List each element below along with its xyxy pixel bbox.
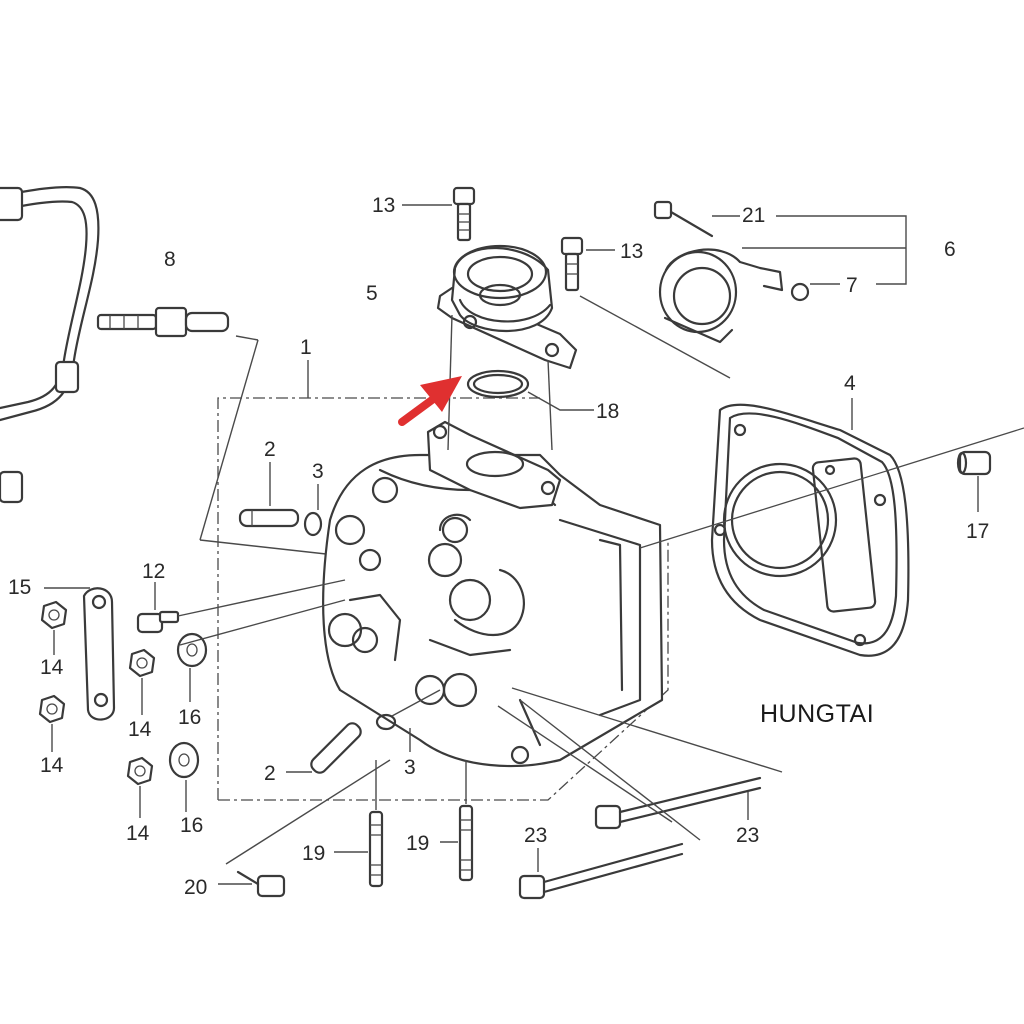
bolt-23-guides [497,687,783,841]
callout-13-top: 13 [372,194,395,217]
stud-19-b [440,760,474,882]
callout-2-lower: 2 [264,762,276,785]
callout-19-b: 19 [406,832,429,855]
callout-labels: 13 13 5 21 6 7 8 1 4 18 2 3 17 12 15 14 … [8,194,989,899]
callout-14-b: 14 [128,718,152,741]
intake-insulator [436,244,578,451]
callout-12: 12 [142,560,165,583]
nut-14-a [40,600,68,630]
callout-leaders-left [51,630,191,818]
washer-16-a [176,599,346,668]
intake-port-flange [426,420,562,510]
bolt-23-b [518,842,684,900]
callout-15: 15 [8,576,31,599]
callout-8: 8 [164,248,176,271]
spark-plug-cap-wire [0,186,100,504]
callout-7: 7 [846,274,858,297]
bolt-20 [218,759,391,898]
callout-18: 18 [596,400,619,423]
callout-3-lower: 3 [404,756,416,779]
callout-4: 4 [844,372,856,395]
callout-16-b: 16 [180,814,203,837]
callout-16-a: 16 [178,706,201,729]
stud-19-a [334,760,384,888]
valve-guide-upper [238,462,300,528]
valve-guide-clip-lower [375,689,441,752]
callout-14-c: 14 [40,754,64,777]
callout-21: 21 [742,204,765,227]
cylinder-head [322,453,664,768]
nut-14-b [128,648,156,678]
callout-14-d: 14 [126,822,150,845]
callout-23-b: 23 [524,824,547,847]
dowel-pin [639,427,1024,549]
nut-14-c [38,694,66,724]
valve-guide-lower [286,722,362,774]
callout-23-a: 23 [736,824,759,847]
callout-14-a: 14 [40,656,64,679]
callout-19-a: 19 [302,842,325,865]
callout-13-right: 13 [620,240,643,263]
callout-2-upper: 2 [264,438,276,461]
callout-1: 1 [300,336,312,359]
brand-watermark: HUNGTAI [760,700,875,728]
bolt-13-right [560,236,615,292]
callout-17: 17 [966,520,989,543]
o-ring [466,369,594,411]
valve-guide-clip-upper [303,484,323,537]
nut-14-d [126,756,154,786]
spark-plug [96,306,230,338]
callout-20: 20 [184,876,207,899]
red-arrow-indicator [398,376,462,426]
exhaust-clamp [579,200,907,379]
bolt-23-a [594,776,762,830]
cylinder-head-gasket [710,398,910,657]
callout-5: 5 [366,282,378,305]
bolt-13-top [402,186,476,242]
callout-6: 6 [944,238,956,261]
callout-3-upper: 3 [312,460,324,483]
washer-16-b [168,741,200,779]
bolt-12 [136,579,346,634]
retainer-plate [44,587,116,721]
